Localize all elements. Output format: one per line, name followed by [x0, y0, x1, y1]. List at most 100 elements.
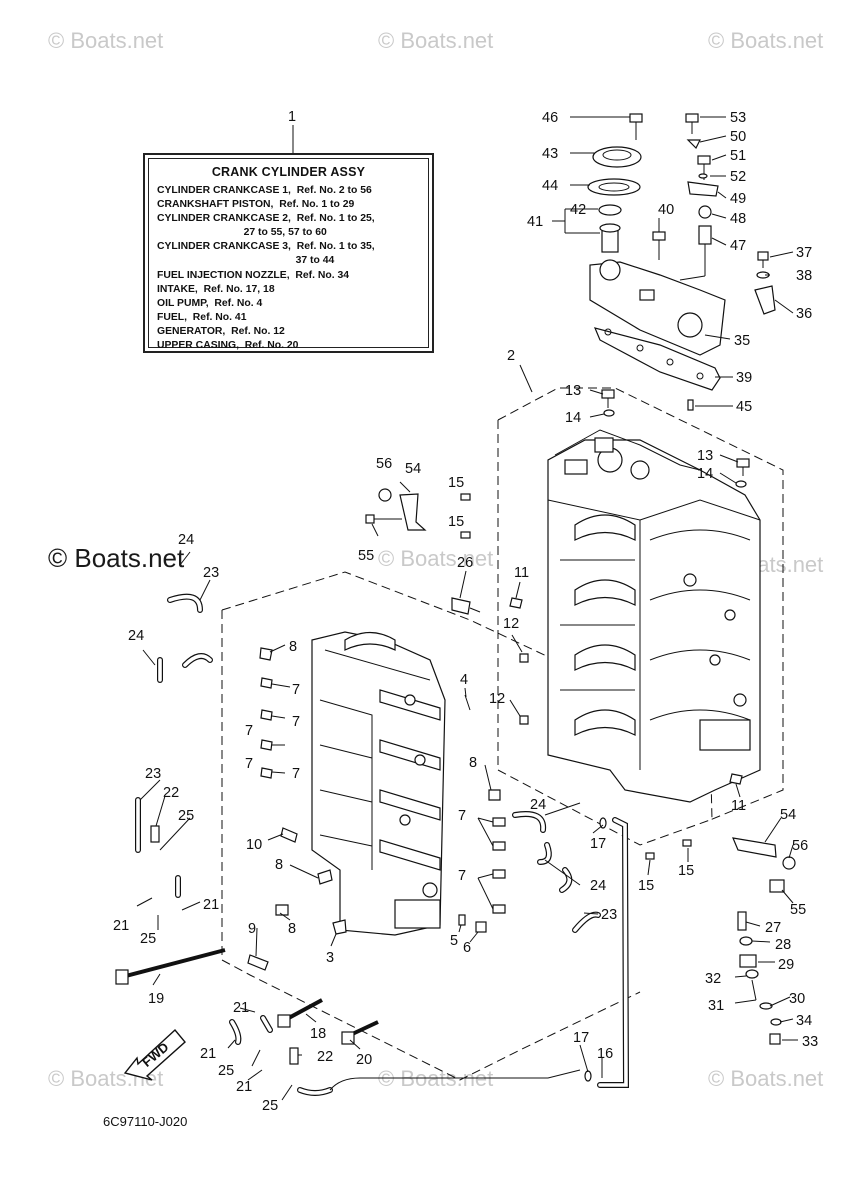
callout-14a: 14	[565, 410, 581, 426]
callout-16: 16	[597, 1046, 613, 1062]
callout-34: 34	[796, 1013, 812, 1029]
callout-17b: 17	[573, 1030, 589, 1046]
callout-7d: 7	[245, 756, 253, 772]
callout-50: 50	[730, 129, 746, 145]
legend-line: OIL PUMP, Ref. No. 4	[157, 297, 263, 309]
watermark-top-center: © Boats.net	[378, 28, 494, 53]
callout-45: 45	[736, 399, 752, 415]
legend-line: UPPER CASING, Ref. No. 20	[157, 340, 299, 352]
callout-25b: 25	[140, 931, 156, 947]
legend-line: CYLINDER CRANKCASE 3, Ref. No. 1 to 35,	[157, 241, 375, 253]
callout-11a: 11	[514, 565, 529, 581]
legend-line: CYLINDER CRANKCASE 1, Ref. No. 2 to 56	[157, 185, 372, 196]
callout-39: 39	[736, 370, 752, 386]
callout-22a: 22	[163, 785, 179, 801]
callout-15d: 15	[678, 863, 694, 879]
watermark-top-left: © Boats.net	[48, 28, 164, 53]
legend-title: CRANK CYLINDER ASSY	[211, 165, 366, 179]
callout-8a: 8	[289, 639, 297, 655]
callout-11b: 11	[731, 798, 746, 814]
callout-23c: 23	[601, 907, 617, 923]
callout-25a: 25	[178, 808, 194, 824]
callout-49: 49	[730, 191, 746, 207]
callout-30: 30	[789, 991, 805, 1007]
callout-38: 38	[796, 268, 812, 284]
leader-lines	[136, 116, 798, 1101]
watermark-top-right: © Boats.net	[708, 28, 824, 53]
callout-41: 41	[527, 214, 543, 230]
callout-54a: 54	[405, 461, 421, 477]
callout-43: 43	[542, 146, 558, 162]
callout-23a: 23	[203, 565, 219, 581]
callout-25c: 25	[218, 1063, 234, 1079]
callout-32: 32	[705, 971, 721, 987]
callout-56a: 56	[376, 456, 392, 472]
watermark-mid-center: © Boats.net	[378, 546, 494, 571]
callout-42: 42	[570, 202, 586, 218]
callout-4: 4	[460, 672, 468, 688]
callout-7a: 7	[292, 682, 300, 698]
legend-line: GENERATOR, Ref. No. 12	[157, 325, 285, 337]
legend-line: CRANKSHAFT PISTON, Ref. No. 1 to 29	[157, 199, 355, 211]
callout-27: 27	[765, 920, 781, 936]
callout-24c: 24	[530, 797, 546, 813]
callout-7g: 7	[458, 868, 466, 884]
legend-line: 27 to 55, 57 to 60	[157, 227, 327, 239]
callout-51: 51	[730, 148, 746, 164]
callout-18: 18	[310, 1026, 326, 1042]
callout-31: 31	[708, 998, 724, 1014]
callout-40: 40	[658, 202, 674, 218]
callout-15a: 15	[448, 475, 464, 491]
callout-8b: 8	[275, 857, 283, 873]
cylinder-block-right	[547, 429, 761, 803]
callout-36: 36	[796, 306, 812, 322]
watermark-mid-left: © Boats.net	[48, 543, 185, 573]
callout-26: 26	[457, 555, 473, 571]
watermark-bottom-right: © Boats.net	[708, 1066, 824, 1091]
callout-44: 44	[542, 178, 558, 194]
callout-13b: 13	[697, 448, 713, 464]
callout-22b: 22	[317, 1049, 333, 1065]
callout-52: 52	[730, 169, 746, 185]
callout-54b: 54	[780, 807, 796, 823]
callout-47: 47	[730, 238, 746, 254]
callout-53: 53	[730, 110, 746, 126]
callout-numbers: 1 2 46 43 44 42 41 40 53 50 51 52 49 48 …	[113, 109, 818, 1114]
callout-9: 9	[248, 921, 256, 937]
top-cover-assembly	[587, 113, 776, 411]
legend-line: FUEL INJECTION NOZZLE, Ref. No. 34	[157, 269, 350, 281]
callout-28: 28	[775, 937, 791, 953]
callout-21e: 21	[236, 1079, 252, 1095]
callout-20: 20	[356, 1052, 372, 1068]
callout-29: 29	[778, 957, 794, 973]
callout-17a: 17	[590, 836, 606, 852]
callout-19: 19	[148, 991, 164, 1007]
callout-24d: 24	[590, 878, 606, 894]
callout-8c: 8	[288, 921, 296, 937]
assembly-legend: CRANK CYLINDER ASSY CYLINDER CRANKCASE 1…	[143, 153, 434, 353]
legend-line: 37 to 44	[157, 255, 335, 267]
callout-8d: 8	[469, 755, 477, 771]
fasteners	[115, 389, 796, 1082]
callout-46: 46	[542, 110, 558, 126]
callout-7f: 7	[458, 808, 466, 824]
callout-7c: 7	[292, 714, 300, 730]
callout-7b: 7	[245, 723, 253, 739]
callout-21b: 21	[113, 918, 129, 934]
callout-55b: 55	[790, 902, 806, 918]
callout-35: 35	[734, 333, 750, 349]
callout-15b: 15	[448, 514, 464, 530]
callout-6: 6	[463, 940, 471, 956]
callout-24b: 24	[128, 628, 144, 644]
callout-12a: 12	[503, 616, 519, 632]
crankcase-left	[311, 631, 446, 936]
callout-24a: 24	[178, 532, 194, 548]
callout-3: 3	[326, 950, 334, 966]
callout-37: 37	[796, 245, 812, 261]
legend-line: FUEL, Ref. No. 41	[157, 311, 247, 323]
callout-12b: 12	[489, 691, 505, 707]
callout-33: 33	[802, 1034, 818, 1050]
callout-5: 5	[450, 933, 458, 949]
callout-15c: 15	[638, 878, 654, 894]
